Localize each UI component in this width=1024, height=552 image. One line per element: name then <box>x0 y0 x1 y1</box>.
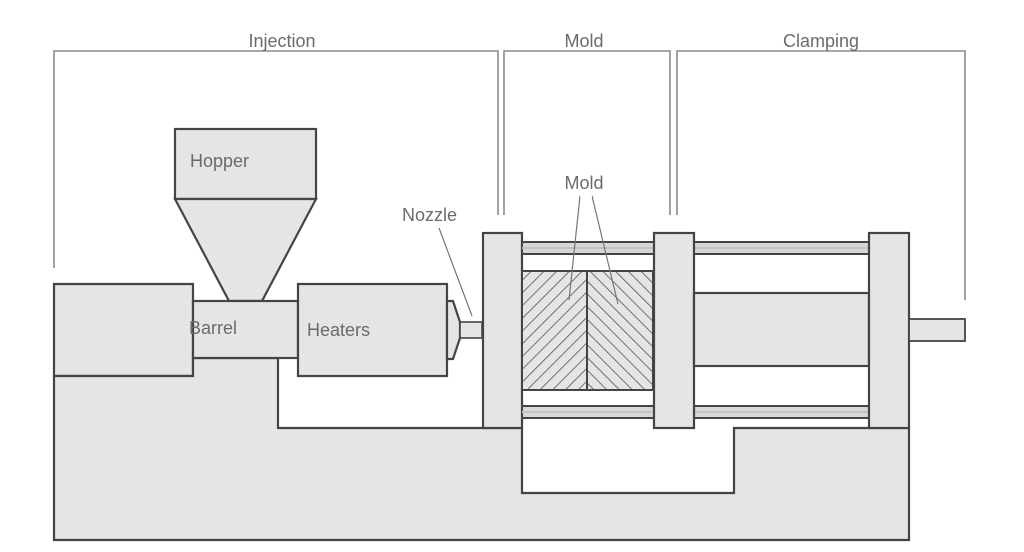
nozzle-label: Nozzle <box>402 205 457 225</box>
hopper <box>173 127 318 303</box>
section-bracket-clamping <box>676 50 966 300</box>
section-label-mold: Mold <box>564 31 603 51</box>
tie-bar-bottom <box>521 405 870 419</box>
mold-label: Mold <box>564 173 603 193</box>
section-bracket-injection <box>53 50 499 268</box>
heaters-label: Heaters <box>307 320 370 340</box>
heaters <box>296 282 449 378</box>
section-bracket-mold <box>503 50 671 215</box>
moving-platen <box>652 231 696 430</box>
clamp-rod <box>908 318 966 342</box>
nozzle-pointer <box>438 227 473 317</box>
section-label-injection: Injection <box>248 31 315 51</box>
mold-half-left <box>521 270 588 391</box>
hopper-label: Hopper <box>190 151 249 171</box>
barrel-label: Barrel <box>189 318 237 338</box>
machine-base <box>52 282 195 378</box>
nozzle <box>445 299 483 361</box>
machine-base-body <box>52 356 911 542</box>
clamping-ram <box>692 291 871 368</box>
rear-platen <box>867 231 911 430</box>
section-label-clamping: Clamping <box>783 31 859 51</box>
stationary-platen <box>481 231 524 430</box>
mold-half-right <box>586 270 654 391</box>
